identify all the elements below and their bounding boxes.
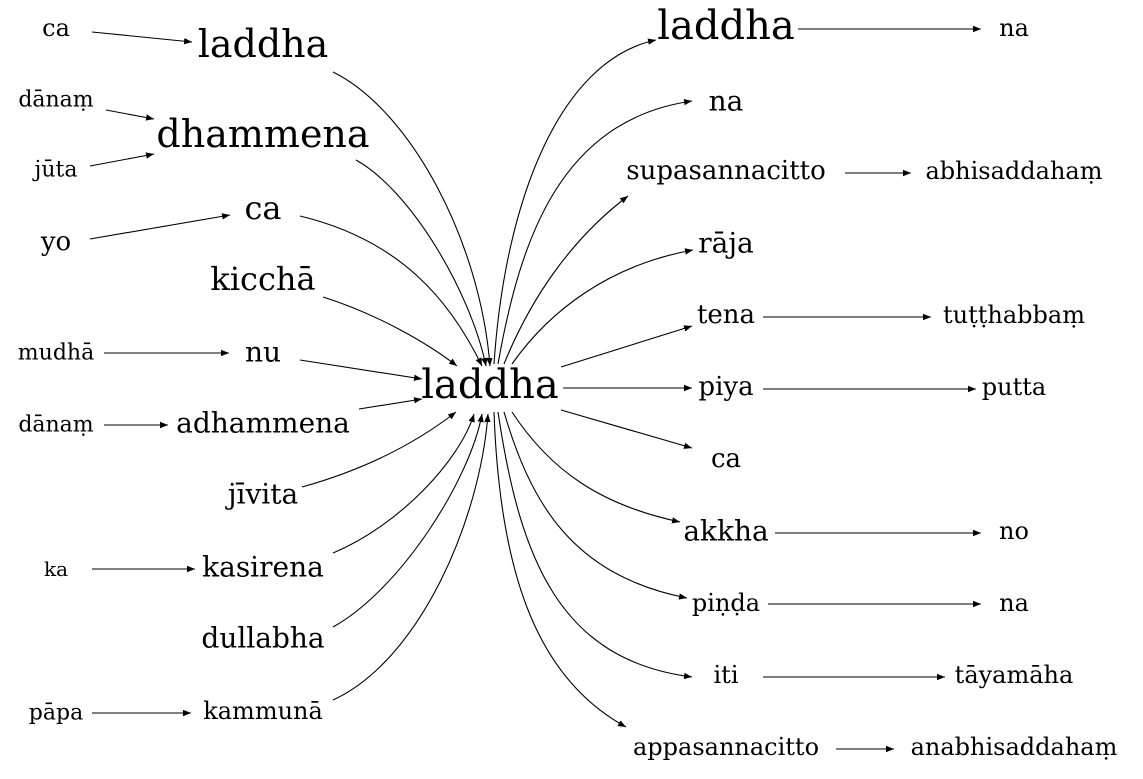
node-src-yo: yo bbox=[40, 227, 71, 257]
node-tgt-tayamaha: tāyamāha bbox=[955, 661, 1074, 689]
edge-center-to-laddha bbox=[493, 38, 657, 365]
node-src-ka: ka bbox=[44, 557, 68, 581]
node-left-nu: nu bbox=[245, 336, 281, 369]
node-left-kasirena: kasirena bbox=[202, 551, 324, 584]
node-right-iti: iti bbox=[714, 661, 739, 689]
node-left-kiccha: kicchā bbox=[210, 260, 315, 298]
edge-ca-to-center bbox=[299, 215, 483, 367]
node-right-tena: tena bbox=[697, 300, 755, 330]
node-src-juta: jūta bbox=[32, 158, 78, 183]
node-tgt-abhisaddaham: abhisaddahaṃ bbox=[926, 157, 1103, 185]
node-tgt-tutthabbam: tuṭṭhabbaṃ bbox=[943, 301, 1085, 329]
node-src-danam-1: dānaṃ bbox=[18, 88, 93, 113]
node-right-akkha: akkha bbox=[683, 515, 768, 548]
edges-left-to-center bbox=[299, 71, 493, 701]
node-left-dhammena: dhammena bbox=[156, 112, 369, 156]
node-tgt-no: no bbox=[999, 517, 1029, 545]
node-right-piya: piya bbox=[698, 372, 753, 402]
node-left-dullabha: dullabha bbox=[201, 622, 324, 655]
node-left-jivita: jīvita bbox=[225, 478, 298, 511]
node-left-kammuna: kammunā bbox=[203, 697, 323, 725]
edges-center-to-right bbox=[493, 38, 694, 728]
edge-yo-to-ca bbox=[89, 213, 231, 240]
edge-kasirena-to-center bbox=[332, 413, 475, 554]
edge-jivita-to-center bbox=[301, 411, 457, 488]
node-src-mudha: mudhā bbox=[18, 341, 94, 366]
edge-center-to-supasannacitto bbox=[503, 195, 629, 365]
edge-center-to-pinda bbox=[503, 411, 688, 600]
edge-center-to-ca bbox=[560, 409, 693, 449]
edge-adhammena-to-center bbox=[358, 397, 423, 410]
node-tgt-na-2: na bbox=[999, 589, 1029, 617]
edge-nu-to-center bbox=[299, 359, 423, 381]
node-left-ca: ca bbox=[245, 189, 282, 227]
edge-center-to-tena bbox=[560, 325, 693, 368]
node-right-pinda: piṇḍa bbox=[692, 589, 760, 617]
edge-center-to-appasannacitto bbox=[493, 411, 627, 728]
edge-kammuna-to-center bbox=[332, 413, 491, 701]
edge-dhammena-to-center bbox=[355, 159, 488, 367]
edge-center-to-raja bbox=[511, 248, 694, 365]
edge-ca-to-laddha bbox=[91, 31, 193, 45]
node-right-appasannacitto: appasannacitto bbox=[633, 733, 819, 761]
edge-juta-to-dhammena bbox=[89, 152, 155, 167]
edge-danam-to-dhammena bbox=[105, 109, 155, 121]
node-right-na: na bbox=[709, 85, 744, 118]
edge-center-to-akkha bbox=[511, 411, 681, 524]
node-right-laddha: laddha bbox=[657, 3, 794, 49]
node-tgt-putta: putta bbox=[982, 373, 1046, 401]
edges-left-sources bbox=[89, 31, 231, 717]
edge-kiccha-to-center bbox=[322, 296, 458, 367]
node-right-supasannacitto: supasannacitto bbox=[626, 156, 826, 186]
node-tgt-na-1: na bbox=[999, 14, 1029, 42]
edge-center-to-iti bbox=[497, 411, 693, 680]
edge-laddha-to-center bbox=[332, 71, 493, 367]
node-left-laddha: laddha bbox=[198, 22, 329, 66]
node-left-adhammena: adhammena bbox=[176, 407, 350, 440]
node-right-ca: ca bbox=[711, 444, 741, 474]
edges-right-targets bbox=[763, 25, 981, 753]
edge-dullabha-to-center bbox=[332, 413, 484, 628]
edge-center-to-na bbox=[497, 98, 693, 365]
node-tgt-anabhisaddaham: anabhisaddahaṃ bbox=[911, 733, 1118, 761]
node-right-raja: rāja bbox=[698, 227, 753, 260]
node-src-ca: ca bbox=[42, 14, 70, 42]
node-src-danam-2: dānaṃ bbox=[18, 413, 93, 438]
node-center-laddha: laddha bbox=[421, 362, 558, 408]
node-src-papa: pāpa bbox=[29, 701, 83, 726]
